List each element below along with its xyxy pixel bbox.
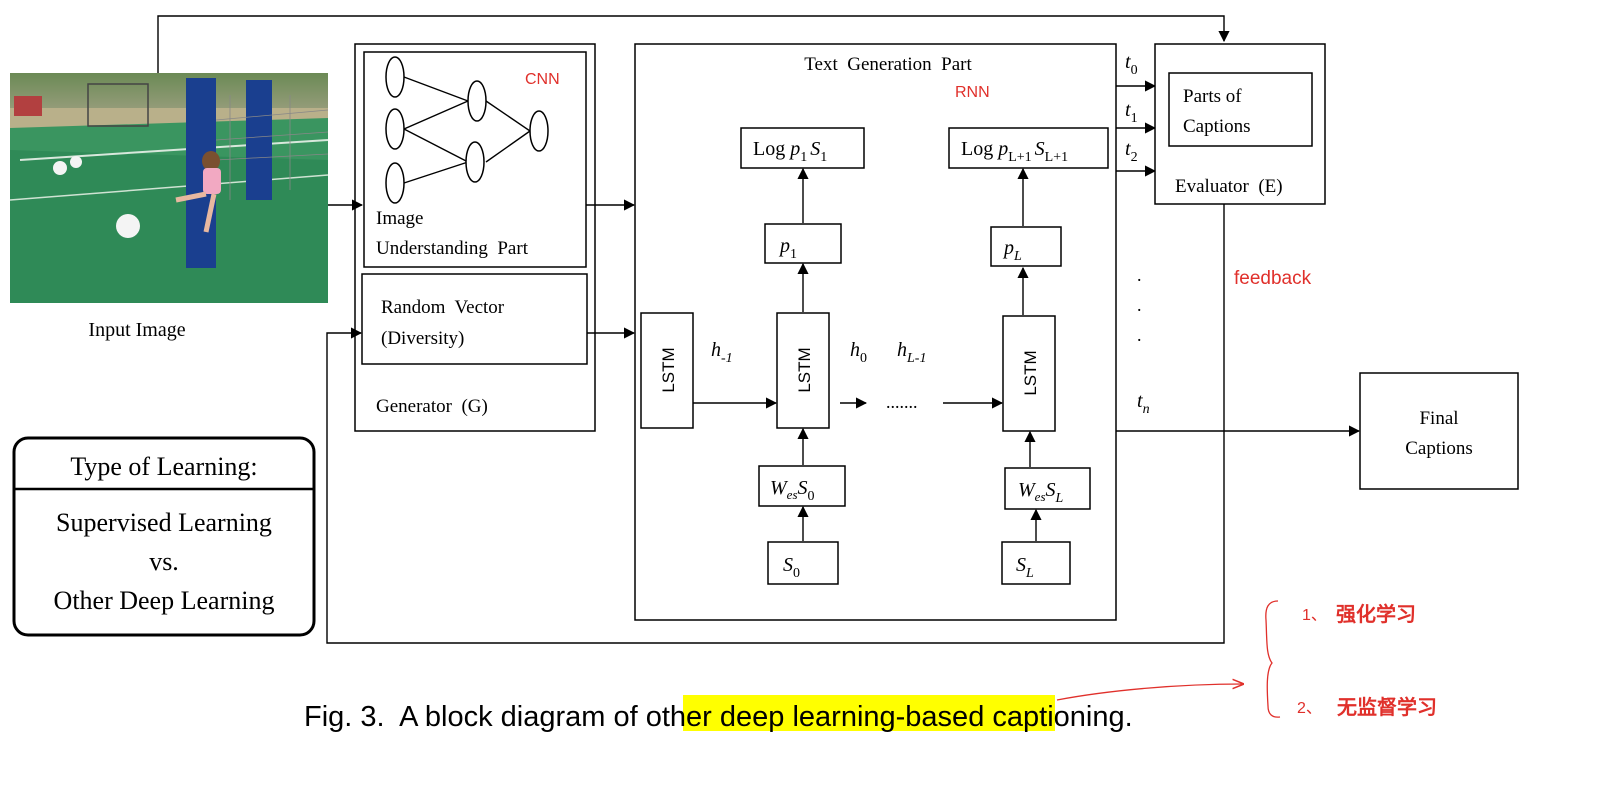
- learning-type-line1: Supervised Learning: [56, 508, 272, 537]
- random-vector-box: [361, 273, 588, 365]
- input-image: [9, 73, 329, 303]
- h-L-minus1-label: hL-1: [897, 339, 926, 366]
- h0-label: h0: [850, 339, 867, 366]
- input-image-label: Input Image: [88, 319, 185, 341]
- generator-label: Generator (G): [376, 396, 488, 417]
- parts-of-captions-line1: Parts of: [1183, 86, 1242, 107]
- annotation-item1: 强化学习: [1336, 602, 1416, 626]
- wes-s0-box: [758, 465, 846, 507]
- evaluator-label: Evaluator (E): [1175, 176, 1283, 197]
- s0-label: S0: [783, 554, 800, 581]
- cnn-tag: CNN: [525, 71, 560, 88]
- h-minus1-label: h-1: [711, 339, 733, 366]
- wes-sL-label: WesSL: [1018, 479, 1064, 506]
- sL-box: [1001, 541, 1071, 585]
- s0-box: [767, 541, 839, 585]
- annotation-item2: 无监督学习: [1337, 695, 1437, 719]
- lstm-label-first: LSTM: [795, 347, 814, 392]
- p1-box: [764, 223, 842, 264]
- pL-label: pL: [1002, 237, 1022, 264]
- sL-label: SL: [1016, 554, 1034, 581]
- annotation-item2-number: 2、: [1297, 700, 1322, 717]
- learning-type-title: Type of Learning:: [70, 452, 257, 481]
- annotation-brace: [1265, 600, 1281, 718]
- feedback-loop-line: [326, 204, 1225, 644]
- parts-of-captions-box: [1168, 72, 1313, 147]
- final-captions-line2: Captions: [1405, 438, 1473, 459]
- caption-highlight: [683, 695, 1055, 731]
- log-p1-box: [740, 127, 865, 169]
- vertical-dot-1: .: [1137, 265, 1142, 285]
- wes-s0-label: WesS0: [770, 477, 815, 504]
- learning-type-line3: Other Deep Learning: [54, 586, 275, 615]
- t2-label: t2: [1125, 138, 1138, 165]
- vertical-dot-2: .: [1137, 295, 1142, 315]
- log-pL-box: [948, 127, 1109, 169]
- lstm-box-first: [776, 312, 830, 429]
- lstm-label-initial: LSTM: [659, 347, 678, 392]
- cnn-network-icon: [385, 56, 549, 204]
- learning-type-box: [12, 436, 316, 637]
- hidden-dots: .......: [886, 392, 918, 412]
- wes-sL-box: [1004, 467, 1091, 510]
- final-captions-box: [1359, 372, 1519, 490]
- t1-label: t1: [1125, 99, 1138, 126]
- figure-caption: Fig. 3. A block diagram of other deep le…: [304, 701, 1133, 733]
- pL-box: [990, 226, 1062, 267]
- tn-label: tn: [1137, 390, 1150, 417]
- p1-label: p1: [778, 235, 797, 262]
- random-vector-line2: (Diversity): [381, 328, 464, 349]
- parts-of-captions-line2: Captions: [1183, 116, 1251, 137]
- annotation-item1-number: 1、: [1302, 607, 1327, 624]
- vertical-dot-3: .: [1137, 325, 1142, 345]
- image-understanding-line1: Image: [376, 208, 423, 229]
- rnn-tag: RNN: [955, 84, 990, 101]
- text-generation-title: Text Generation Part: [804, 54, 972, 75]
- lstm-box-last: [1002, 315, 1056, 432]
- lstm-box-initial: [640, 312, 694, 429]
- lstm-label-last: LSTM: [1021, 350, 1040, 395]
- final-captions-line1: Final: [1419, 408, 1458, 429]
- learning-type-line2: vs.: [149, 547, 179, 576]
- annotation-arrow: [1056, 684, 1243, 701]
- random-vector-line1: Random Vector: [381, 297, 505, 318]
- image-to-evaluator-line: [157, 15, 1230, 73]
- t0-label: t0: [1125, 51, 1138, 78]
- feedback-label: feedback: [1234, 268, 1312, 289]
- image-understanding-line2: Understanding Part: [376, 238, 529, 259]
